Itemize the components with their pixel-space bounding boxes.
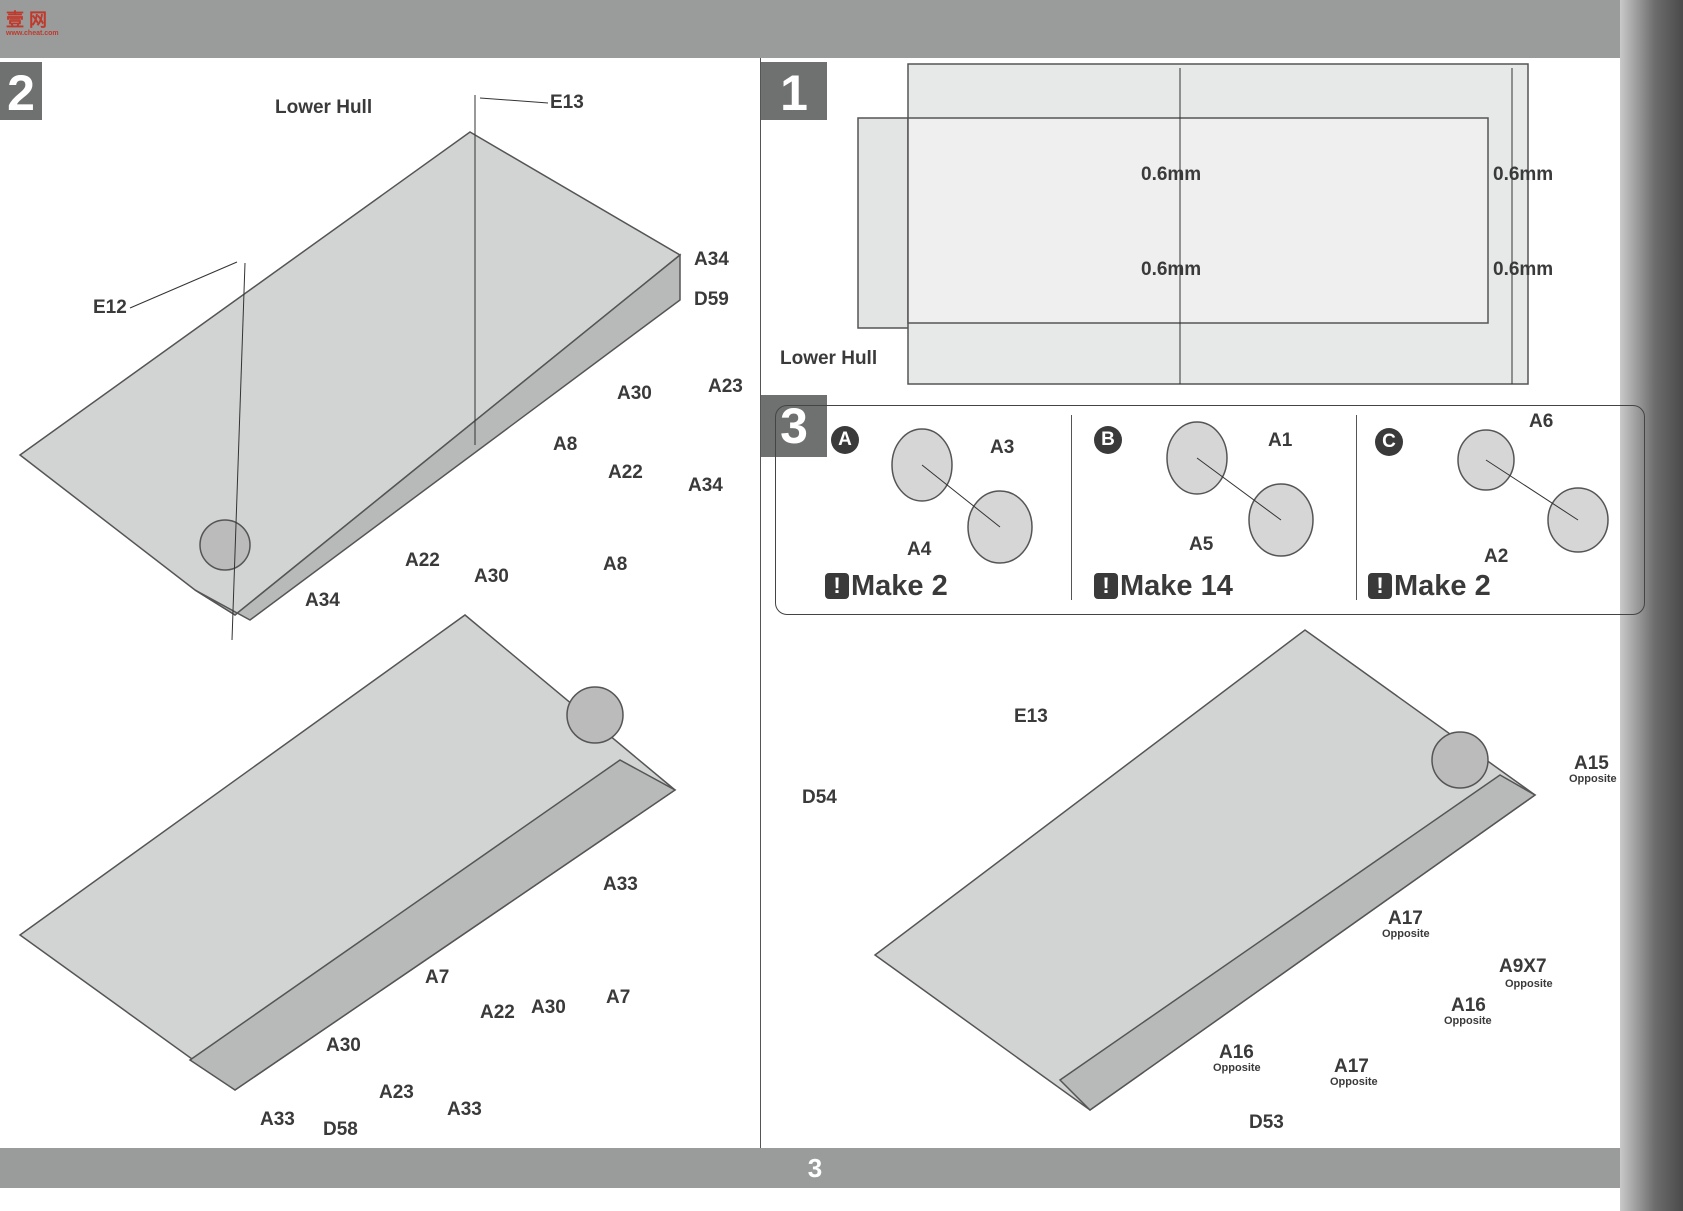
part-label: A33 <box>603 874 638 895</box>
make-count: !Make 2 <box>825 570 948 603</box>
part-label: A5 <box>1189 534 1214 555</box>
part-label: A30 <box>617 383 652 404</box>
part-label: A4 <box>907 539 932 560</box>
step-2-number: 2 <box>0 62 42 121</box>
part-label: A30 <box>474 566 509 587</box>
part-label: A17 <box>1388 908 1423 929</box>
opposite-note: Opposite <box>1505 978 1553 990</box>
part-label: A34 <box>688 475 723 496</box>
step-1-number: 1 <box>761 62 827 121</box>
measurement-label: 0.6mm <box>1141 164 1202 185</box>
part-label: A23 <box>379 1082 414 1103</box>
part-label: A7 <box>606 987 631 1008</box>
measurement-label: 0.6mm <box>1493 164 1554 185</box>
subassembly-b-badge: B <box>1094 426 1122 454</box>
part-label: D59 <box>694 289 729 310</box>
part-label: A7 <box>425 967 450 988</box>
subpanel-divider <box>1071 415 1072 600</box>
part-label: A30 <box>531 997 566 1018</box>
part-label: A30 <box>326 1035 361 1056</box>
lower-hull-label: Lower Hull <box>780 348 878 369</box>
part-label: D53 <box>1249 1112 1284 1133</box>
subassembly-a-badge: A <box>831 426 859 454</box>
opposite-note: Opposite <box>1569 773 1617 785</box>
part-label: A33 <box>447 1099 482 1120</box>
make-count: !Make 2 <box>1368 570 1491 603</box>
measurement-label: 0.6mm <box>1141 259 1202 280</box>
top-bar <box>0 0 1683 58</box>
part-label: A8 <box>603 554 628 575</box>
part-label: A15 <box>1574 753 1609 774</box>
subassembly-panel <box>775 405 1645 615</box>
part-label: A3 <box>990 437 1015 458</box>
make-count: !Make 14 <box>1094 570 1233 603</box>
part-label: A23 <box>708 376 743 397</box>
part-label: A17 <box>1334 1056 1369 1077</box>
subassembly-c-badge: C <box>1375 428 1403 456</box>
opposite-note: Opposite <box>1382 928 1430 940</box>
part-label: A8 <box>553 434 578 455</box>
part-label: E13 <box>1014 706 1048 727</box>
column-divider <box>760 58 761 1148</box>
part-label: A22 <box>608 462 643 483</box>
part-label: E13 <box>550 92 584 113</box>
bottom-bar <box>0 1148 1683 1188</box>
opposite-note: Opposite <box>1444 1015 1492 1027</box>
opposite-note: Opposite <box>1213 1062 1261 1074</box>
part-label: E12 <box>93 297 127 318</box>
part-label: A33 <box>260 1109 295 1130</box>
opposite-note: Opposite <box>1330 1076 1378 1088</box>
measurement-label: 0.6mm <box>1493 259 1554 280</box>
part-label: A6 <box>1529 411 1554 432</box>
subpanel-divider <box>1356 415 1357 600</box>
part-label: A1 <box>1268 430 1293 451</box>
part-label: A34 <box>694 249 729 270</box>
part-label: A16 <box>1451 995 1486 1016</box>
part-label: A9X7 <box>1499 956 1547 977</box>
binding-edge <box>1620 0 1683 1211</box>
lower-hull-label: Lower Hull <box>275 97 373 118</box>
page-margin <box>0 1188 1683 1211</box>
part-label: A34 <box>305 590 340 611</box>
part-label: A22 <box>405 550 440 571</box>
part-label: A22 <box>480 1002 515 1023</box>
part-label: A2 <box>1484 546 1509 567</box>
part-label: D58 <box>323 1119 358 1140</box>
part-label: D54 <box>802 787 837 808</box>
part-label: A16 <box>1219 1042 1254 1063</box>
page-number: 3 <box>807 1153 823 1183</box>
